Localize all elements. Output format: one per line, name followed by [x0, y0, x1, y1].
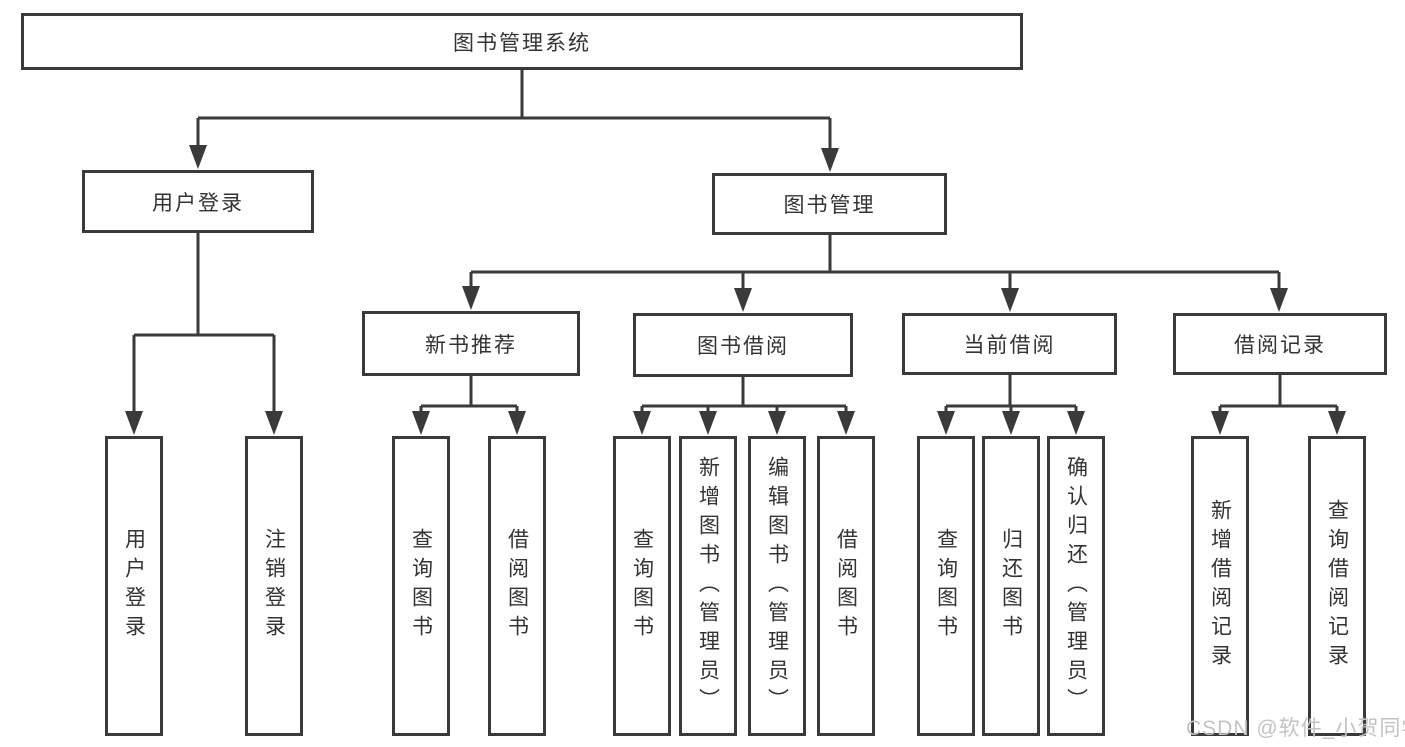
node-user-login: 用户登录 — [82, 170, 314, 233]
leaf-confirm-return-admin: 确认归还（管理员） — [1047, 436, 1105, 736]
node-book-management: 图书管理 — [712, 173, 947, 235]
leaf-query-books-current: 查询图书 — [917, 436, 975, 736]
arrowhead-icons — [125, 145, 1346, 435]
leaf-logout: 注销登录 — [245, 436, 303, 736]
csdn-watermark: CSDN @软件_小贺同学 — [1186, 717, 1405, 740]
node-borrow-records: 借阅记录 — [1173, 313, 1387, 375]
node-new-book-recommend: 新书推荐 — [362, 311, 580, 376]
leaf-borrow-books: 借阅图书 — [817, 436, 875, 736]
node-book-borrow: 图书借阅 — [633, 313, 853, 377]
leaf-add-books-admin: 新增图书（管理员） — [679, 436, 737, 736]
node-root-library-system: 图书管理系统 — [21, 13, 1023, 70]
leaf-query-books-recommend: 查询图书 — [392, 436, 450, 736]
leaf-add-borrow-record: 新增借阅记录 — [1191, 436, 1249, 736]
leaf-return-books: 归还图书 — [982, 436, 1040, 736]
leaf-edit-books-admin: 编辑图书（管理员） — [748, 436, 806, 736]
node-current-borrow: 当前借阅 — [902, 313, 1117, 375]
leaf-user-login: 用户登录 — [105, 436, 163, 736]
leaf-query-borrow-record: 查询借阅记录 — [1308, 436, 1366, 736]
leaf-query-books-borrow: 查询图书 — [613, 436, 671, 736]
leaf-borrow-books-recommend: 借阅图书 — [488, 436, 546, 736]
